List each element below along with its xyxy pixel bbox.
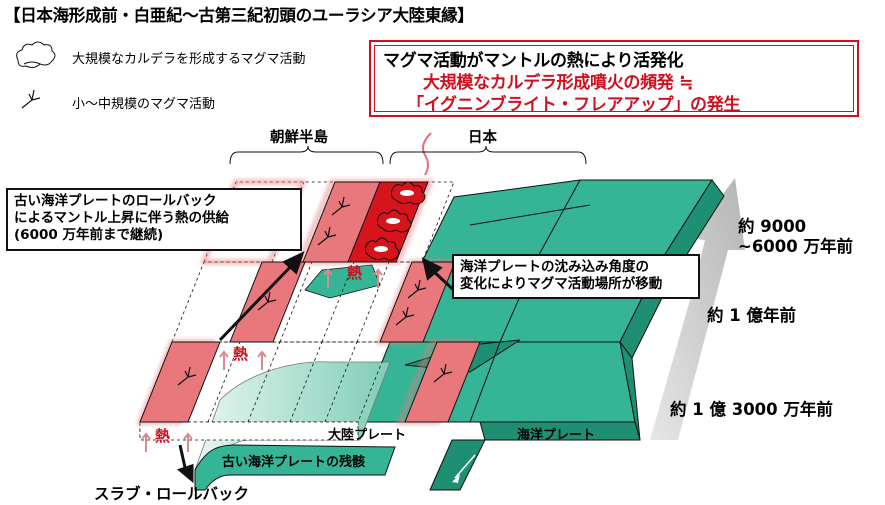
legend-large-caldera-text: 大規模なカルデラを形成するマグマ活動 <box>72 52 306 67</box>
angle-callout-line2: 変化によりマグマ活動場所が移動 <box>460 276 663 292</box>
oceanic-plate-label: 海洋プレート <box>517 428 596 443</box>
region-japan-label: 日本 <box>468 130 497 146</box>
heat-label-middle: 熱 <box>233 345 249 363</box>
caldera-cloud-icon <box>16 41 56 69</box>
crack-icon <box>21 89 41 109</box>
rollback-callout: 古い海洋プレートのロールバック によるマントル上昇に伴う熱の供給 (6000 万… <box>6 188 302 251</box>
magma-tile-130ma <box>139 341 221 423</box>
highlight-line2: 大規模なカルデラ形成噴火の頻発 ≒ <box>423 73 694 93</box>
time-arrow <box>650 178 745 440</box>
highlight-line1: マグマ活動がマントルの熱により活発化 <box>383 51 684 71</box>
region-brackets <box>229 145 587 165</box>
old-slab-label: 古い海洋プレートの残骸 <box>222 455 366 470</box>
timeline-t2: 約 1 億年前 <box>707 306 796 325</box>
legend-small-magma-text: 小〜中規模のマグマ活動 <box>72 97 216 112</box>
page-title: 【日本海形成前・白亜紀〜古第三紀初頭のユーラシア大陸東縁】 <box>4 6 474 25</box>
heat-arrows <box>141 268 383 452</box>
timeline-t3: 約 1 億 3000 万年前 <box>670 400 833 419</box>
region-korea-label: 朝鮮半島 <box>270 130 328 146</box>
highlight-box-inner-border <box>374 45 854 112</box>
angle-callout: 海洋プレートの沈み込み角度の 変化によりマグマ活動場所が移動 <box>452 254 700 299</box>
rollback-callout-line2: によるマントル上昇に伴う熱の供給 <box>14 210 230 226</box>
magma-tile-shift <box>404 341 481 423</box>
highlight-box: マグマ活動がマントルの熱により活発化 大規模なカルデラ形成噴火の頻発 ≒ 「イグ… <box>369 40 859 117</box>
angle-callout-line1: 海洋プレートの沈み込み角度の <box>460 259 649 275</box>
heat-label-korea: 熱 <box>347 264 363 282</box>
timeline-t1-line2: ~6000 万年前 <box>738 237 853 256</box>
heat-label-west: 熱 <box>155 427 171 445</box>
continental-plate-label: 大陸プレート <box>328 428 407 443</box>
highlight-line3: 「イグニンブライト・フレアアップ」の発生 <box>407 95 741 115</box>
rollback-callout-line1: 古い海洋プレートのロールバック <box>14 193 217 209</box>
caldera-glow-tail <box>422 132 432 176</box>
slab-rollback-label: スラブ・ロールバック <box>94 485 250 503</box>
rollback-callout-line3: (6000 万年前まで継続) <box>14 227 164 243</box>
continental-plate-edge <box>139 421 359 441</box>
crack-icons <box>177 196 453 386</box>
caldera-icons <box>365 132 432 261</box>
timeline-t1-line1: 約 9000 <box>738 217 807 236</box>
